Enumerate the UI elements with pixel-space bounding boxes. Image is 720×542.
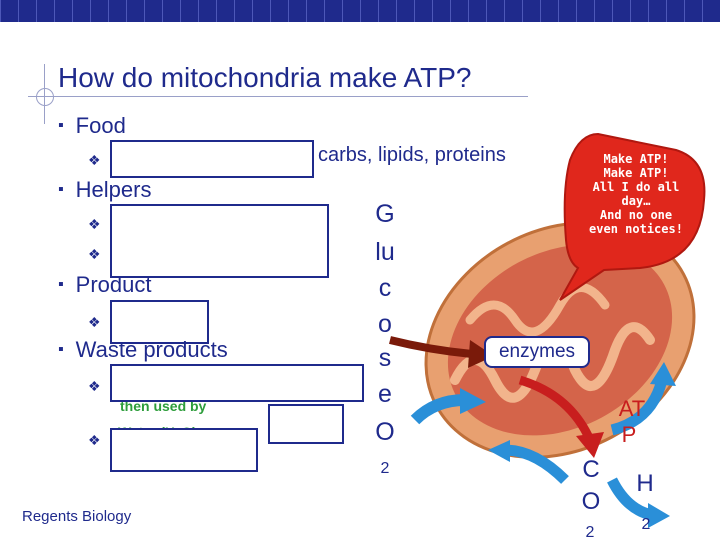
water-subscript: 2 bbox=[641, 516, 651, 533]
glucose-arrowhead bbox=[468, 340, 494, 368]
co2-o: O bbox=[581, 488, 601, 515]
glucose-letter: c bbox=[378, 274, 392, 302]
bubble-line: even notices! bbox=[589, 222, 683, 236]
banner-pattern bbox=[0, 0, 720, 22]
speech-bubble bbox=[559, 132, 706, 301]
diamond-bullet-icon: ❖ bbox=[88, 432, 101, 448]
bullet-product: Product bbox=[58, 272, 152, 298]
oxygen-letter: O bbox=[375, 418, 395, 446]
footer-label: Regents Biology bbox=[22, 508, 132, 525]
diamond-bullet-icon: ❖ bbox=[88, 152, 101, 168]
bubble-line: Make ATP! bbox=[603, 152, 669, 166]
co2-c: C bbox=[582, 456, 600, 483]
food-detail: carbs, lipids, proteins bbox=[318, 144, 506, 166]
title-underline bbox=[28, 96, 528, 97]
glucose-arrow bbox=[389, 336, 473, 358]
atp-label-line2: P bbox=[621, 422, 637, 447]
diamond-bullet-icon: ❖ bbox=[88, 246, 101, 262]
oxygen-arrowhead bbox=[460, 388, 486, 414]
co2-arrow bbox=[504, 444, 569, 484]
bullet-food: Food bbox=[58, 113, 126, 139]
bubble-line: Make ATP! bbox=[603, 166, 669, 180]
answer-box-waste-3[interactable] bbox=[268, 404, 344, 444]
glucose-letter: e bbox=[378, 380, 392, 408]
glucose-letter: s bbox=[378, 344, 392, 372]
answer-box-waste-1[interactable] bbox=[110, 364, 364, 402]
diamond-bullet-icon: ❖ bbox=[88, 314, 101, 330]
co2-subscript: 2 bbox=[585, 524, 595, 541]
co2-arrowhead bbox=[488, 440, 510, 462]
glucose-letter: lu bbox=[375, 238, 395, 266]
water-h: H bbox=[636, 470, 654, 497]
diamond-bullet-icon: ❖ bbox=[88, 378, 101, 394]
water-arrow bbox=[607, 477, 654, 521]
crosshair-circle bbox=[36, 88, 54, 106]
glucose-letter: G bbox=[375, 200, 395, 228]
glucose-letter: o bbox=[378, 310, 392, 338]
answer-box-food[interactable] bbox=[110, 140, 314, 178]
diamond-bullet-icon: ❖ bbox=[88, 216, 101, 232]
answer-box-waste-2[interactable] bbox=[110, 428, 258, 472]
enzyme-arrowhead bbox=[576, 432, 604, 458]
bullet-helpers: Helpers bbox=[58, 177, 152, 203]
slide-title: How do mitochondria make ATP? bbox=[58, 62, 472, 93]
enzymes-label: enzymes bbox=[484, 336, 590, 368]
water-arrowhead bbox=[648, 503, 670, 528]
atp-label-line1: AT bbox=[618, 396, 646, 421]
bubble-line: And no one bbox=[599, 208, 673, 222]
atp-arrowhead bbox=[650, 362, 676, 386]
enzyme-arrow bbox=[518, 375, 595, 442]
bullet-waste: Waste products bbox=[58, 337, 228, 363]
atp-arrow bbox=[610, 378, 668, 436]
speech-bubble-text: Make ATP! Make ATP! All I do all day… An… bbox=[580, 152, 692, 236]
answer-box-helpers[interactable] bbox=[110, 204, 329, 278]
bubble-line: All I do all bbox=[592, 180, 680, 194]
oxygen-subscript: 2 bbox=[380, 460, 390, 477]
waste-subtext: then used by bbox=[120, 398, 207, 414]
bubble-line: day… bbox=[621, 194, 651, 208]
top-banner bbox=[0, 0, 720, 22]
